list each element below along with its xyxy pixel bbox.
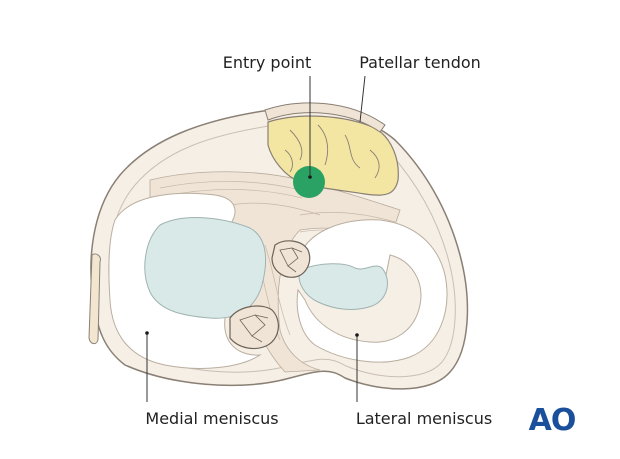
fragment-lower-texture [239, 314, 269, 343]
entry-point-dot [308, 175, 312, 179]
lateral-cartilage [298, 263, 388, 310]
label-medial-meniscus: Medial meniscus [145, 409, 278, 428]
tendon-texture [284, 124, 380, 179]
lateral-meniscus-dot [355, 333, 359, 337]
label-entry-point: Entry point [223, 53, 311, 72]
intercondylar-fragment-lower [229, 305, 279, 350]
patellar-tendon-leader [359, 75, 366, 123]
intercondylar-fragment-upper [271, 240, 311, 278]
medial-cartilage [144, 217, 267, 319]
medial-capsule [88, 253, 101, 345]
label-lateral-meniscus: Lateral meniscus [356, 409, 492, 428]
label-patellar-tendon: Patellar tendon [359, 53, 481, 72]
ao-logo: AO [529, 403, 576, 438]
tendon-upper-band [264, 102, 386, 133]
entry-point-marker [293, 166, 325, 198]
fragment-upper-texture [279, 247, 303, 273]
medial-meniscus-dot [145, 331, 149, 335]
